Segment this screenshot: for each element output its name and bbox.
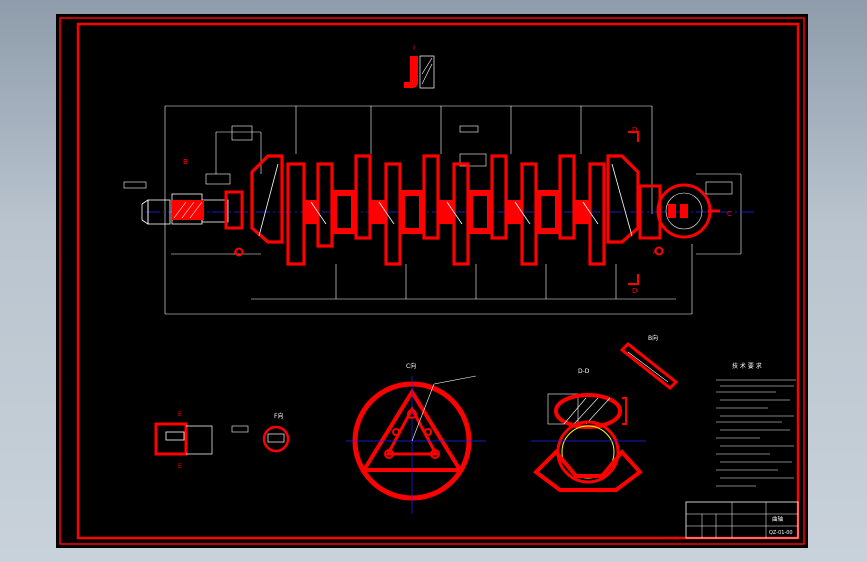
main-view: D D A A C B I — [123, 44, 756, 315]
outer-frame — [59, 17, 805, 545]
i-detail-label: I — [413, 44, 415, 52]
drawing-sheet: D D A A C B I E — [56, 14, 808, 548]
front-journal — [172, 190, 244, 230]
dimension-lines — [123, 105, 742, 315]
d-view-title: D-D — [578, 368, 590, 375]
detail-f: F向 — [231, 412, 290, 453]
drawing-number: QZ-01-00 — [769, 530, 793, 536]
b-direction-piece: B向 — [619, 334, 679, 391]
pin-hollows — [337, 196, 555, 228]
e-detail-label-top: E — [178, 411, 182, 418]
detail-i: I — [404, 44, 435, 89]
b-view-title: B向 — [648, 334, 658, 342]
d-section-bottom-label: D — [632, 287, 637, 295]
section-d-view: D-D — [531, 368, 646, 492]
front-hatch — [173, 201, 203, 219]
rear-flange — [638, 183, 720, 240]
b-callout: B — [183, 158, 188, 166]
tech-requirements: 技 术 要 求 — [716, 362, 796, 487]
e-detail-label-bottom: E — [178, 463, 182, 470]
a-callout-left: A — [233, 249, 238, 257]
a-callout-right: A — [653, 248, 658, 256]
title-block: 曲轴 QZ-01-00 — [685, 501, 799, 539]
detail-e: E E — [154, 411, 213, 470]
inner-frame — [76, 22, 800, 540]
crankshaft-drawing: D D A A C B I E — [59, 17, 805, 545]
d-section-top-label: D — [632, 126, 637, 134]
tech-requirements-title: 技 术 要 求 — [732, 362, 762, 370]
oil-holes — [258, 163, 633, 237]
section-c-view: C向 — [346, 362, 486, 514]
c-callout: C — [727, 210, 732, 218]
part-name: 曲轴 — [772, 515, 784, 523]
section-marks — [234, 131, 664, 285]
f-view-title: F向 — [274, 412, 283, 420]
c-view-title: C向 — [406, 362, 416, 370]
